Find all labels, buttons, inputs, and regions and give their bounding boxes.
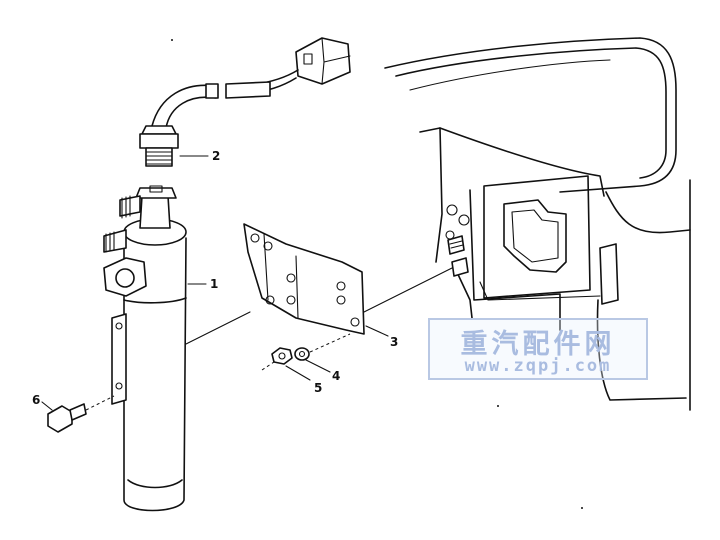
dash-line-washer: [309, 333, 351, 353]
cab-panel-icon: [384, 37, 691, 411]
watermark-url: www.zqpj.com: [464, 356, 612, 376]
leader-line-5: [285, 365, 311, 381]
assembly-line-drier-to-bracket: [185, 311, 251, 345]
dot-mark: [497, 405, 499, 407]
leader-line-6: [41, 401, 53, 411]
nut-icon: [271, 347, 293, 365]
wiring-connector-icon: [151, 37, 351, 129]
bolt-icon: [47, 403, 87, 433]
dot-mark: [581, 507, 583, 509]
callout-3: 3: [390, 335, 398, 349]
pressure-switch-icon: [139, 125, 179, 167]
watermark-title: 重汽配件网: [460, 329, 616, 360]
leader-line-3: [365, 325, 389, 337]
dot-mark: [171, 39, 173, 41]
callout-1: 1: [210, 277, 218, 291]
assembly-line-bracket-to-cab: [363, 267, 453, 313]
washer-icon: [294, 347, 310, 361]
dash-line-bolt: [85, 395, 115, 411]
mounting-bracket-icon: [243, 223, 365, 335]
leader-line-4: [305, 359, 331, 373]
callout-6: 6: [32, 393, 40, 407]
dash-line-nut: [261, 361, 275, 371]
receiver-drier-icon: [103, 185, 187, 512]
watermark-box: 重汽配件网 www.zqpj.com: [428, 318, 648, 380]
callout-5: 5: [314, 381, 322, 395]
callout-4: 4: [332, 369, 340, 383]
callout-2: 2: [212, 149, 220, 163]
